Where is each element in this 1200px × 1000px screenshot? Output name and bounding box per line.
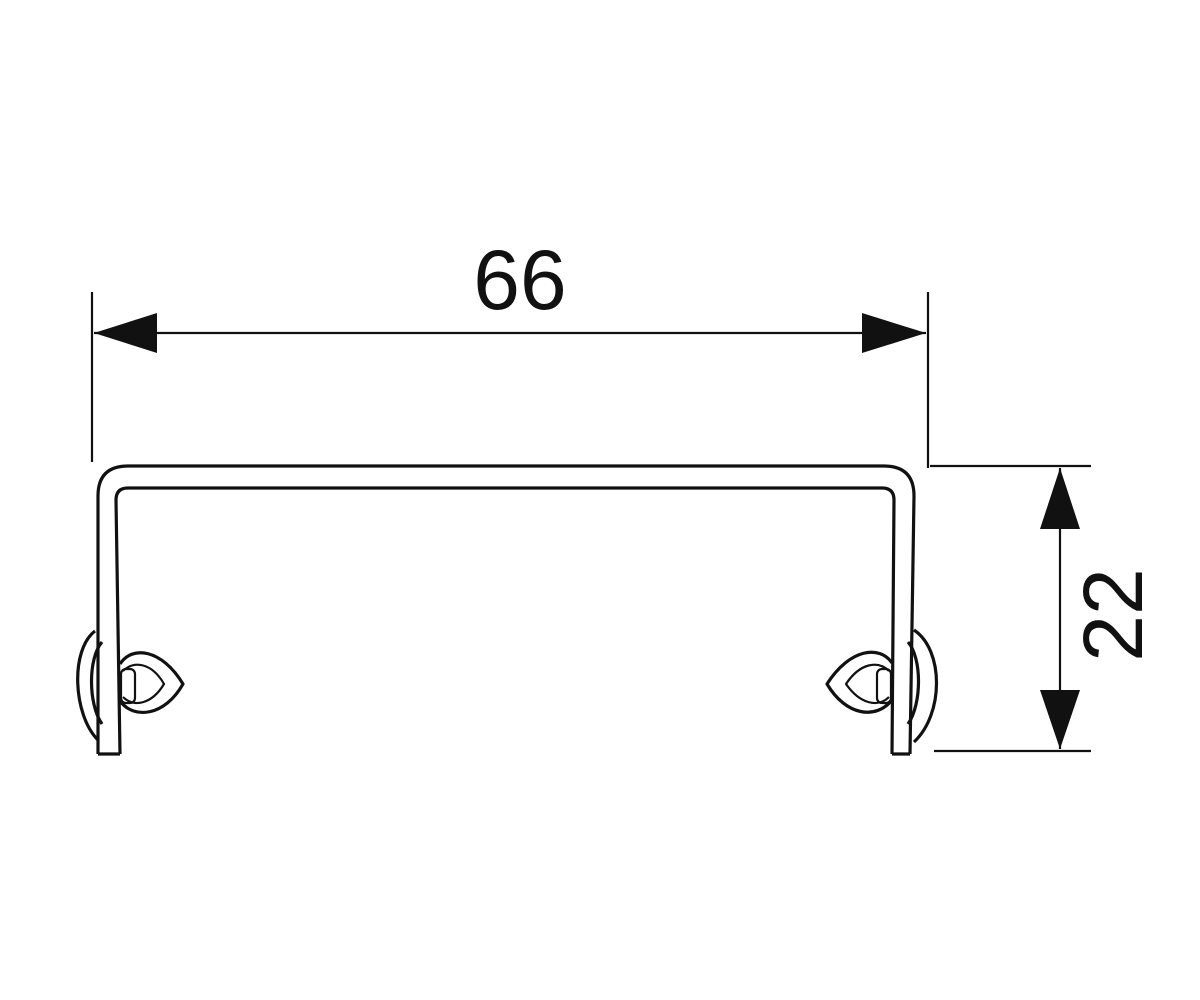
width-left-arrowhead — [94, 313, 157, 353]
left-clip-eye-inner — [122, 663, 166, 705]
right-mounting-clip — [825, 628, 939, 744]
width-dimension-label: 66 — [473, 233, 566, 327]
right-clip-outer-curve — [912, 628, 939, 744]
height-dimension: 22 — [930, 464, 1160, 753]
right-clip-pin — [875, 667, 893, 705]
left-clip-pin — [119, 667, 137, 705]
outer-profile-line — [96, 464, 916, 755]
height-bottom-arrowhead — [1040, 690, 1080, 749]
left-clip-outer-curve — [76, 629, 100, 742]
left-clip-inner-curve — [89, 640, 104, 725]
left-mounting-clip — [76, 629, 185, 742]
left-clip-eye — [118, 651, 185, 715]
right-clip-eye — [825, 650, 894, 714]
height-top-arrowhead — [1040, 468, 1080, 529]
width-dimension: 66 — [90, 233, 930, 468]
right-clip-eye-inner — [844, 663, 890, 705]
drain-grate-profile — [96, 464, 916, 756]
inner-profile-line — [114, 486, 896, 755]
height-dimension-label: 22 — [1066, 568, 1160, 661]
width-right-arrowhead — [862, 313, 926, 353]
right-clip-inner-curve — [906, 640, 921, 725]
